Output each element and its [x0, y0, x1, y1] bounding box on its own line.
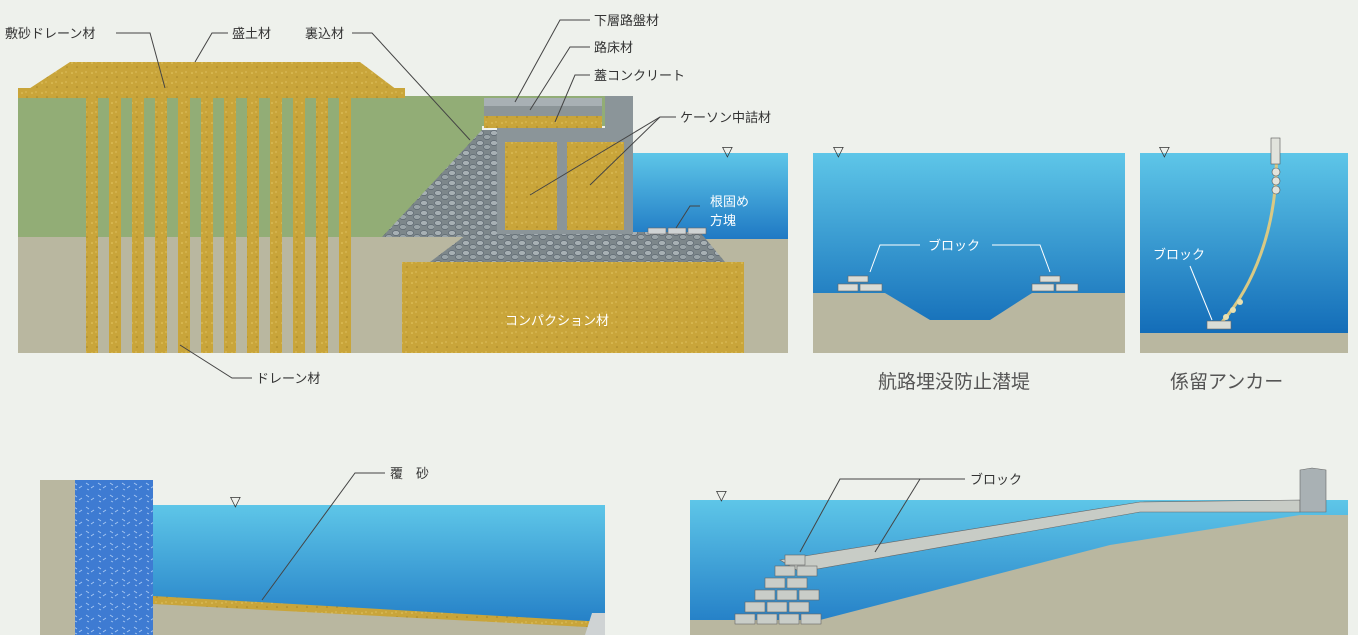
seawall [75, 480, 153, 635]
label-caisson-fill: ケーソン中詰材 [680, 110, 771, 126]
label-embankment: 盛土材 [232, 27, 271, 42]
caption-mooring-anchor: 係留アンカー [1170, 371, 1283, 393]
label-drain: ドレーン材 [256, 372, 320, 387]
label-toe-block-2: 方塊 [710, 213, 736, 229]
label-anchor-block: ブロック [1153, 247, 1205, 263]
label-backfill: 裏込材 [305, 27, 344, 42]
block-mound [734, 554, 822, 625]
channel-dike-panel: ▽ ブロック 航路埋没防止潜堤 [813, 144, 1125, 393]
water-level-icon: ▽ [716, 488, 727, 504]
slope-revetment-panel: ▽ ブロック [690, 467, 1348, 635]
water-level-icon: ▽ [722, 144, 733, 160]
label-sand-drain-blanket: 敷砂ドレーン材 [5, 27, 95, 42]
drain-columns [86, 96, 351, 353]
harbor-water [632, 153, 788, 239]
sand-blanket [18, 62, 405, 96]
label-channel-block: ブロック [928, 238, 980, 254]
water-level-icon: ▽ [833, 144, 844, 160]
mooring-anchor-panel: ▽ ブロック 係留アンカー [1140, 137, 1348, 393]
label-subgrade: 路床材 [594, 40, 633, 56]
rubble-mound [430, 232, 725, 262]
backfill-rubble [382, 130, 505, 237]
water-level-icon: ▽ [230, 494, 241, 510]
slope-ground [690, 515, 1348, 635]
compaction-sand [402, 262, 744, 353]
label-cover-concrete: 蓋コンクリート [594, 69, 685, 84]
water-level-icon: ▽ [1159, 144, 1170, 160]
label-toe-block-1: 根固め [710, 195, 749, 210]
main-cross-section: ▽ [18, 62, 788, 353]
main-labels: 敷砂ドレーン材 盛土材 裏込材 下層路盤材 路床材 蓋コンクリート ケーソン中詰… [5, 13, 771, 387]
label-slope-block: ブロック [970, 472, 1022, 488]
label-lower-subbase: 下層路盤材 [594, 13, 659, 29]
label-compaction: コンパクション材 [505, 314, 609, 329]
sand-capping-panel: ▽ 覆 砂 [40, 467, 605, 635]
caption-channel-dike: 航路埋没防止潜堤 [878, 371, 1030, 393]
label-sand-capping: 覆 砂 [390, 467, 429, 482]
channel-seabed [813, 293, 1125, 353]
